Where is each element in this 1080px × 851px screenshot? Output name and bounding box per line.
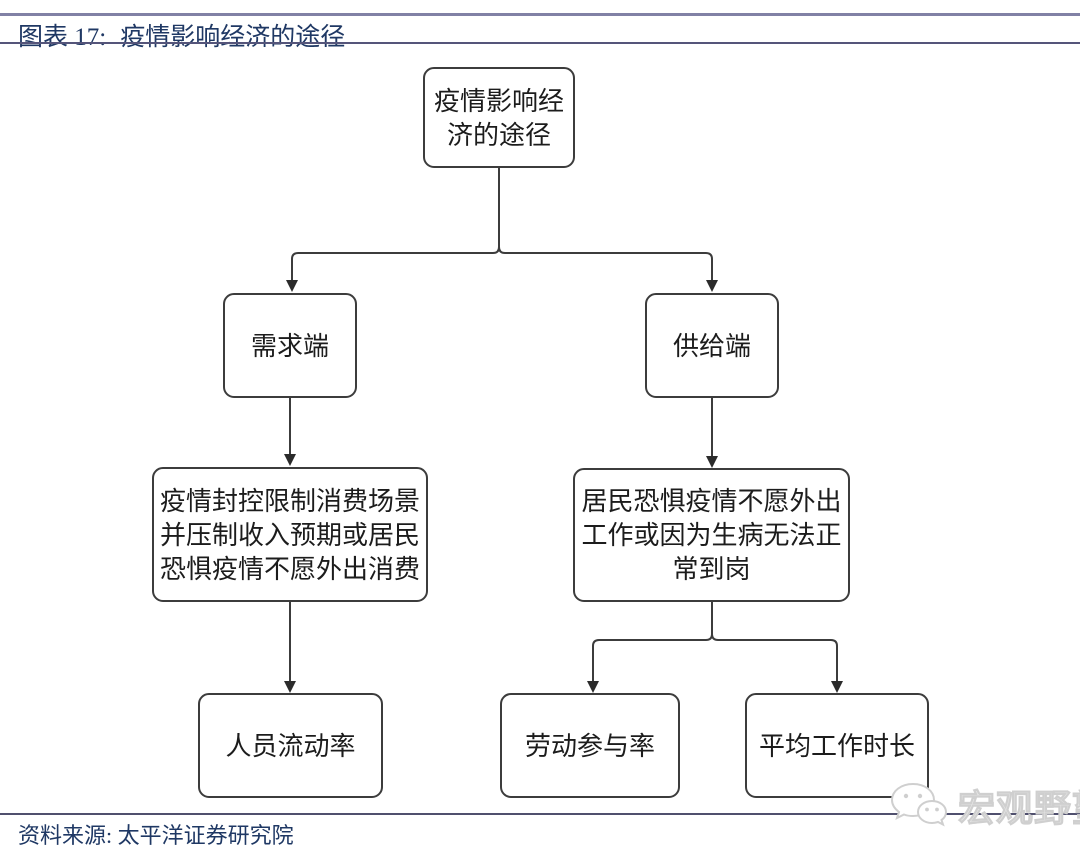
node-supply-side: 供给端 (645, 293, 779, 398)
node-personnel-mobility-rate: 人员流动率 (198, 693, 383, 798)
figure-title-row: 图表 17: 疫情影响经济的途径 (18, 17, 345, 53)
wechat-icon (890, 782, 948, 827)
source-divider-rule (0, 813, 1080, 815)
node-average-working-hours: 平均工作时长 (745, 693, 929, 798)
node-demand-detail: 疫情封控限制消费场景 并压制收入预期或居民 恐惧疫情不愿外出消费 (152, 467, 428, 602)
figure-label: 图表 17: (18, 24, 107, 51)
title-underline-rule (0, 42, 1080, 44)
node-labor-participation-rate: 劳动参与率 (500, 693, 680, 798)
node-demand-side: 需求端 (223, 293, 357, 398)
top-rule (0, 13, 1080, 16)
source-text: 资料来源: 太平洋证券研究院 (18, 823, 294, 848)
watermark: 宏观野望 (888, 778, 1080, 832)
node-supply-detail: 居民恐惧疫情不愿外出 工作或因为生病无法正 常到岗 (573, 468, 850, 602)
watermark-text: 宏观野望 (958, 788, 1080, 830)
node-epidemic-paths: 疫情影响经 济的途径 (423, 67, 575, 168)
figure-title: 疫情影响经济的途径 (120, 24, 346, 51)
